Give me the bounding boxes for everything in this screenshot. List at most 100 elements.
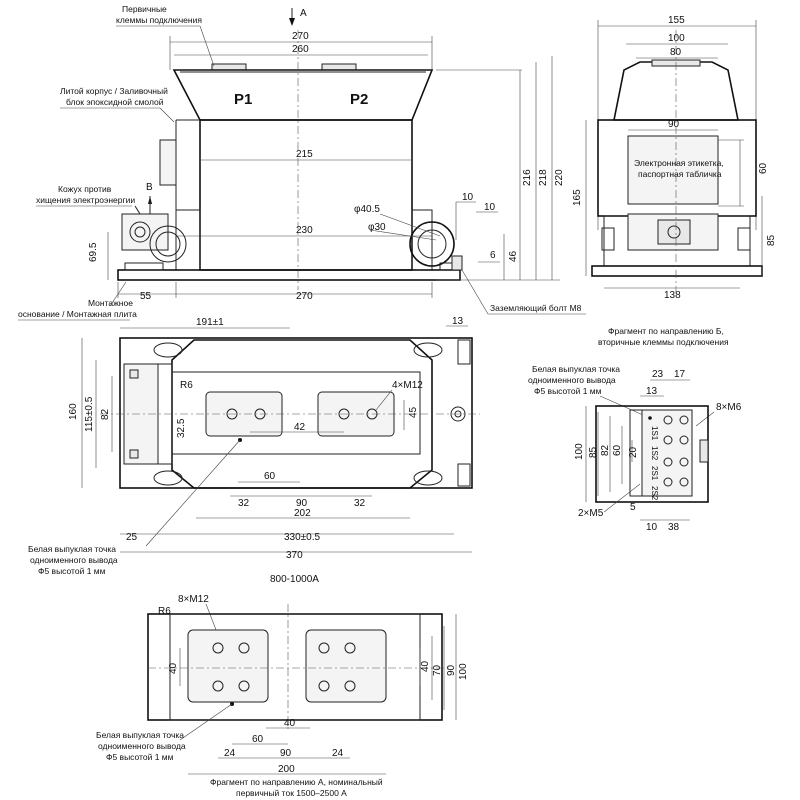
side-dim-138: 138 [664,290,681,301]
top-dim-370: 370 [286,550,303,561]
top-dim-90: 90 [296,498,308,509]
white-point-3-line2: одноименного вывода [98,741,186,751]
rating-800-label: 800-1000A [270,574,319,585]
top-dim-191: 191±1 [196,317,224,328]
fragment-a: 8×M12 R6 40 40 70 90 100 40 60 24 [96,594,469,798]
dim-270-top: 270 [292,31,309,42]
housing-label-1: Литой корпус / Заливочный [60,86,168,96]
fb-m6: 8×M6 [716,402,742,413]
white-point-1-line3: Ф5 высотой 1 мм [38,566,106,576]
view-b-label: B [146,182,153,193]
fragment-a-bolts [212,642,356,706]
top-dim-32-5: 32.5 [176,418,187,438]
dim-10b: 10 [484,202,496,213]
fb-t3: 2S1 [650,466,659,481]
fb-dim-5: 5 [630,502,636,513]
fb-dim-17: 17 [674,369,686,380]
fb-dim-23: 23 [652,369,664,380]
view-a-label: A [300,8,307,19]
fb-dim-10: 10 [646,522,658,533]
side-dim-165: 165 [572,189,583,206]
cover-label-1: Кожух против [58,184,112,194]
fb-dim-13: 13 [646,386,658,397]
fa-dim-24a: 24 [224,748,236,759]
fa-dim-100: 100 [458,663,469,680]
top-dim-42: 42 [294,422,306,433]
dim-216: 216 [522,169,533,186]
fa-dim-40: 40 [420,660,431,672]
top-dim-32b: 32 [354,498,366,509]
fb-dim-20: 20 [628,446,639,458]
ground-bolt-label: Заземляющий болт М8 [490,303,582,313]
fa-dim-24b: 24 [332,748,344,759]
dim-55: 55 [140,291,152,302]
side-dim-90: 90 [668,119,680,130]
p1-label: P1 [234,91,252,108]
top-dim-25: 25 [126,532,138,543]
side-dim-155: 155 [668,15,685,26]
white-point-1-line1: Белая выпуклая точка [28,544,116,554]
fa-r6: R6 [158,606,171,617]
top-dim-13: 13 [452,316,464,327]
dim-230: 230 [296,225,313,236]
dim-69-5: 69.5 [88,242,99,262]
side-view: 155 100 80 90 Электронная этикетка, пасп… [572,15,777,301]
dim-218: 218 [538,169,549,186]
fragment-b-title-2: вторичные клеммы подключения [598,337,729,347]
dim-6: 6 [490,250,496,261]
base-label-1: Монтажное [88,298,133,308]
fb-dim-85: 85 [588,446,599,458]
nameplate-label-2: паспортная табличка [638,169,722,179]
dim-260: 260 [292,44,309,55]
top-m12: 4×M12 [392,380,423,391]
fa-dim-40-left: 40 [168,662,179,674]
fb-t4: 2S2 [650,486,659,501]
fragment-b: Фрагмент по направлению Б, вторичные кле… [528,326,742,533]
top-dim-202: 202 [294,508,311,519]
top-dim-32a: 32 [238,498,250,509]
fb-t2: 1S2 [650,446,659,461]
cover-label-2: хищения электроэнергии [36,195,135,205]
fa-dim-90-b: 90 [280,748,292,759]
top-dim-160: 160 [68,403,79,420]
top-r6: R6 [180,380,193,391]
fa-dim-40-bottom: 40 [284,718,296,729]
fa-m12: 8×M12 [178,594,209,605]
fb-dim-60: 60 [612,444,623,456]
dim-46: 46 [508,250,519,262]
housing-label-2: блок эпоксидной смолой [66,97,164,107]
top-dim-115: 115±0.5 [84,396,95,432]
white-point-2-line1: Белая выпуклая точка [532,364,620,374]
nameplate-label-1: Электронная этикетка, [634,158,724,168]
p2-label: P2 [350,91,368,108]
top-view: 191±1 13 R6 4×M12 32.5 42 [28,316,480,585]
primary-terminals-label-1: Первичные [122,4,167,14]
fragment-b-title-1: Фрагмент по направлению Б, [608,326,724,336]
dim-phi30: φ30 [368,222,386,233]
dim-215: 215 [296,149,313,160]
white-point-2-line3: Ф5 высотой 1 мм [534,386,602,396]
top-dim-45: 45 [408,406,419,418]
white-point-3-line3: Ф5 высотой 1 мм [106,752,174,762]
fb-t1: 1S1 [650,426,659,441]
dim-10a: 10 [462,192,474,203]
front-view: A 270 260 P1 P2 215 230 [18,4,586,321]
fa-dim-60: 60 [252,734,264,745]
fragment-a-title-1: Фрагмент по направлению А, номинальный [210,777,383,787]
secondary-terminals [648,415,689,487]
dim-270-bottom: 270 [296,291,313,302]
dim-phi40-5: φ40.5 [354,204,380,215]
fb-dim-100: 100 [574,443,585,460]
dim-220: 220 [554,169,565,186]
side-dim-60: 60 [758,162,769,174]
side-dim-100: 100 [668,33,685,44]
white-point-2-line2: одноименного вывода [528,375,616,385]
fb-dim-82: 82 [600,444,611,456]
side-dim-85: 85 [766,234,777,246]
fa-dim-90: 90 [446,664,457,676]
fragment-a-title-2: первичный ток 1500–2500 А [236,788,347,798]
fa-dim-70: 70 [432,664,443,676]
white-point-3-line1: Белая выпуклая точка [96,730,184,740]
base-label-2: основание / Монтажная плита [18,309,137,319]
